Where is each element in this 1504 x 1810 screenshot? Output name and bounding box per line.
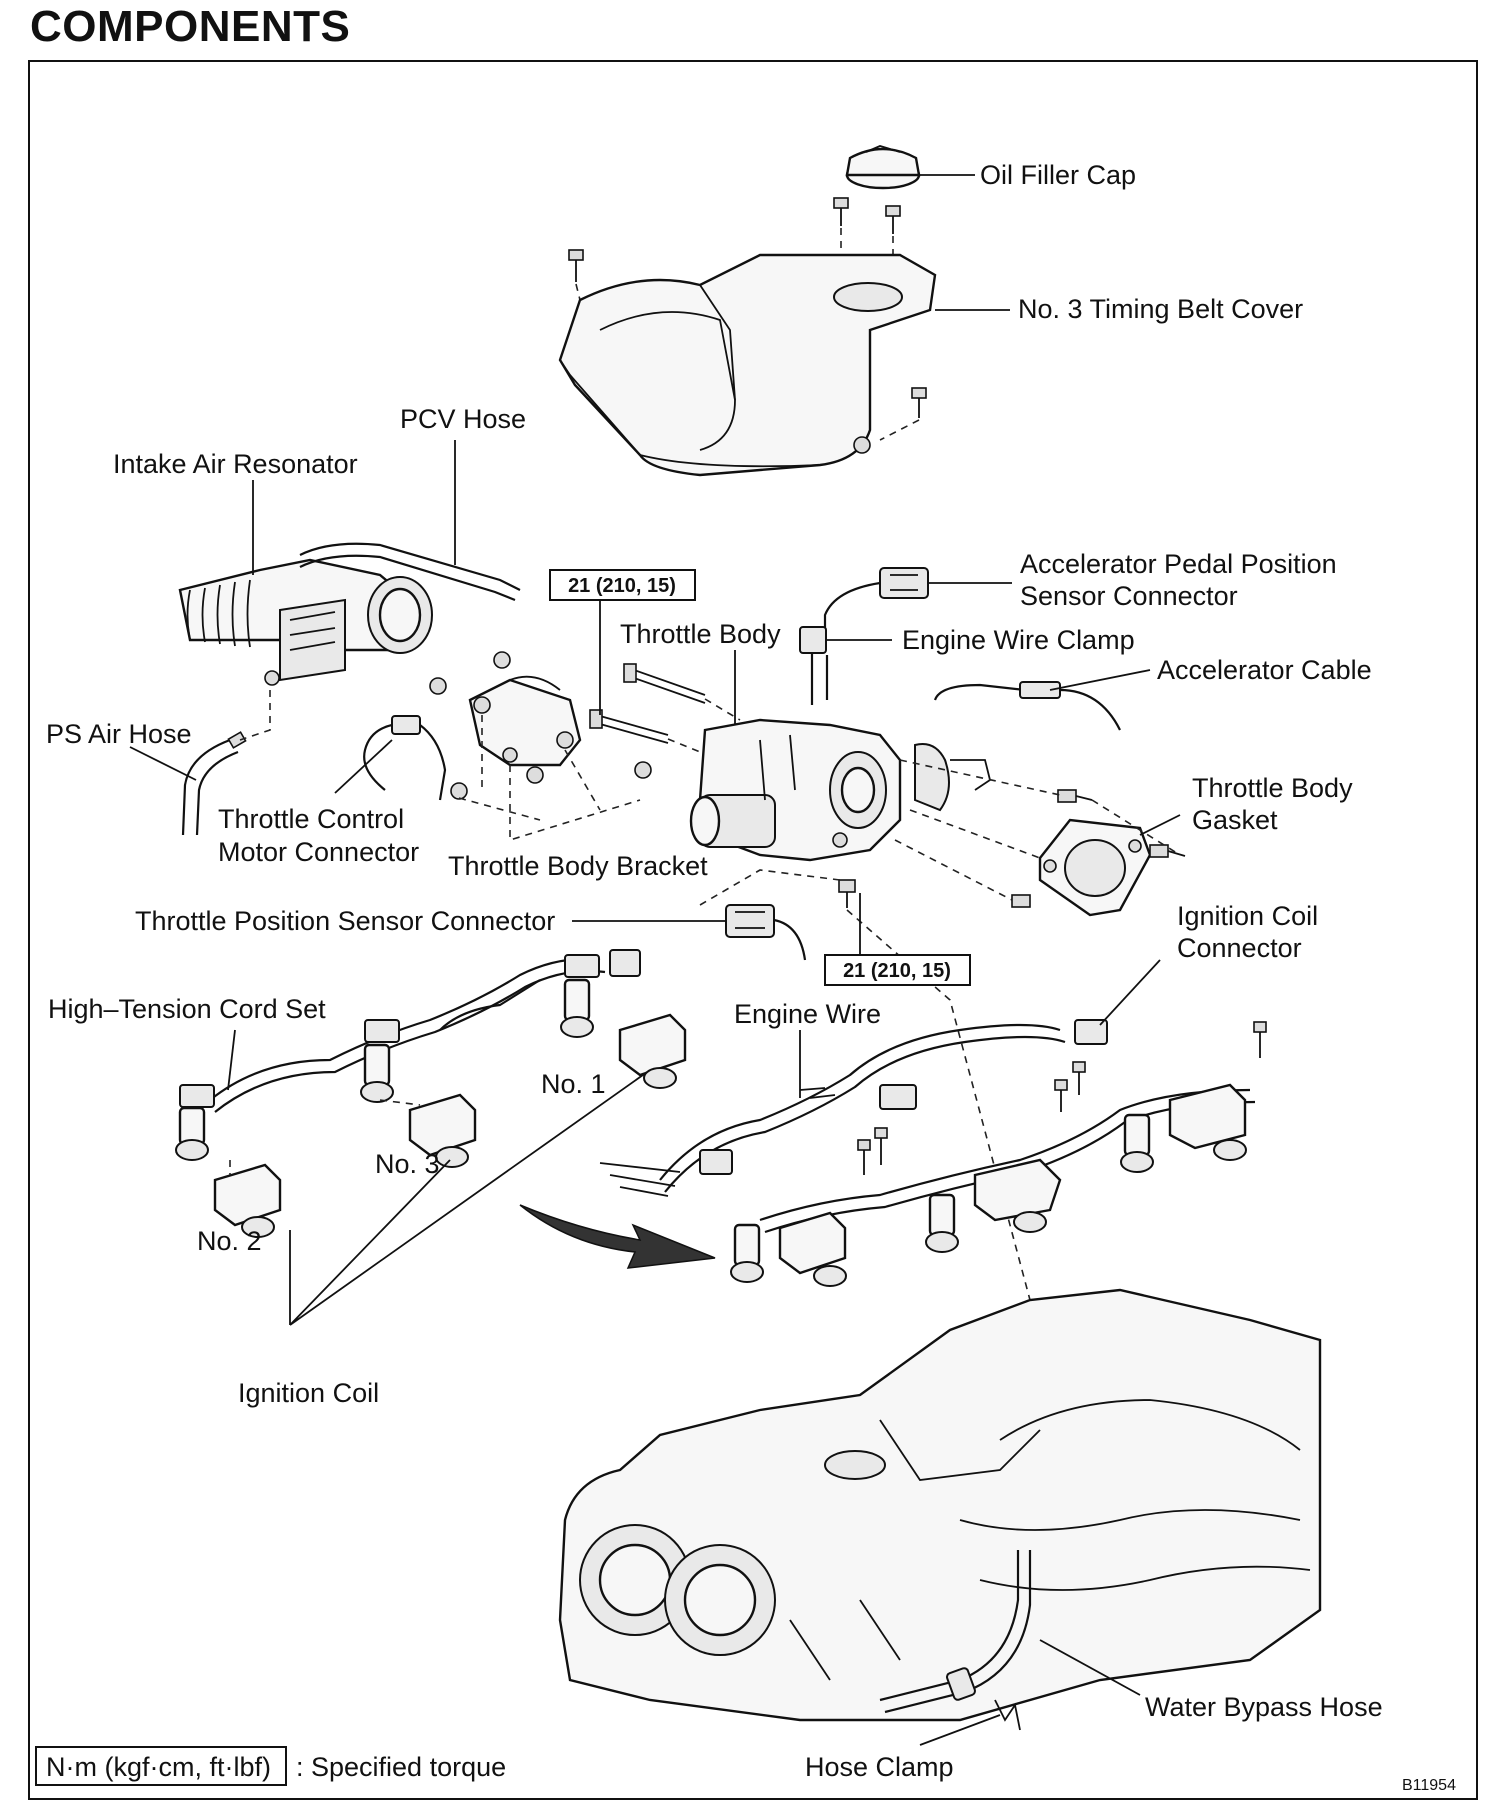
gasket-bolts [1011, 789, 1186, 908]
label-throttle-body: Throttle Body [620, 619, 781, 649]
no3-timing-belt-cover-part [558, 253, 937, 477]
throttle-position-sensor-connector-part [725, 904, 807, 961]
label-water-bypass-hose: Water Bypass Hose [1145, 1692, 1383, 1722]
label-high-tension-cord-set: High–Tension Cord Set [48, 994, 326, 1024]
label-ignition-coil-connector-1: Ignition Coil [1177, 901, 1318, 931]
spark-plug-caps-left [175, 978, 594, 1161]
engine-wire-part [659, 1019, 1108, 1193]
label-throttle-body-bracket: Throttle Body Bracket [448, 851, 708, 881]
right-coil-bolts [857, 1021, 1267, 1175]
throttle-control-motor-connector-part [363, 715, 447, 801]
accel-pedal-position-sensor-connector-part [823, 567, 929, 650]
diagram-frame [28, 60, 1478, 1800]
torque-spec-lower: 21 (210, 15) [824, 954, 971, 986]
ps-air-hose-part [181, 731, 247, 836]
label-throttle-body-gasket-1: Throttle Body [1192, 773, 1353, 803]
label-no3: No. 3 [375, 1149, 440, 1179]
throttle-body-bracket-part [468, 675, 582, 767]
water-bypass-hose-part [879, 1550, 1032, 1714]
legend-unit-box: N·m (kgf·cm, ft·lbf) [46, 1752, 271, 1782]
label-throttle-control-motor-1: Throttle Control [218, 804, 404, 834]
label-engine-wire: Engine Wire [734, 999, 881, 1029]
torque-legend: N·m (kgf·cm, ft·lbf) : Specified torque [35, 1746, 506, 1786]
torque-spec-upper: 21 (210, 15) [549, 569, 696, 601]
label-oil-filler-cap: Oil Filler Cap [980, 160, 1136, 190]
torque-spec-lower-text: 21 (210, 15) [843, 960, 951, 982]
engine-wire-clamp-part [799, 626, 829, 705]
label-throttle-position-sensor-connector: Throttle Position Sensor Connector [135, 906, 555, 936]
ignition-coil-no3-part [408, 1093, 477, 1168]
label-ignition-coil-connector-2: Connector [1177, 933, 1302, 963]
label-no3-timing-belt-cover: No. 3 Timing Belt Cover [1018, 294, 1303, 324]
intake-air-resonator-part [178, 558, 433, 686]
label-engine-wire-clamp: Engine Wire Clamp [902, 625, 1135, 655]
throttle-body-gasket-part [1038, 818, 1152, 917]
label-ignition-coil: Ignition Coil [238, 1378, 379, 1408]
hose-clamp-part [994, 1699, 1021, 1731]
label-intake-air-resonator: Intake Air Resonator [113, 449, 358, 479]
label-pcv-hose: PCV Hose [400, 404, 526, 434]
label-accel-pedal-position-2: Sensor Connector [1020, 581, 1238, 611]
ignition-coil-no1-part [618, 1013, 687, 1089]
right-cord-and-coils [730, 1083, 1256, 1287]
label-throttle-body-gasket-2: Gasket [1192, 805, 1278, 835]
installation-arrow [519, 1162, 716, 1269]
diagram-code: B11954 [1402, 1777, 1456, 1794]
label-ps-air-hose: PS Air Hose [46, 719, 192, 749]
label-hose-clamp: Hose Clamp [805, 1752, 954, 1782]
label-accel-pedal-position-1: Accelerator Pedal Position [1020, 549, 1337, 579]
oil-filler-cap-part [845, 145, 921, 190]
pcv-hose-part [299, 542, 521, 602]
bracket-nuts [429, 651, 652, 800]
label-throttle-control-motor-2: Motor Connector [218, 837, 419, 867]
accelerator-cable-part [933, 681, 1121, 731]
throttle-body-part [689, 718, 992, 862]
label-no1: No. 1 [541, 1069, 606, 1099]
high-tension-cord-set-part [179, 949, 641, 1113]
label-no2: No. 2 [197, 1226, 262, 1256]
throttle-body-bolts [589, 663, 706, 744]
legend-description: : Specified torque [296, 1752, 506, 1782]
engine-block-part [558, 1288, 1322, 1722]
cover-bolts [568, 197, 927, 418]
lower-torque-bolt [838, 879, 856, 908]
page-title: COMPONENTS [30, 2, 351, 51]
label-accelerator-cable: Accelerator Cable [1157, 655, 1372, 685]
ignition-coil-no2-part [213, 1163, 282, 1238]
torque-spec-upper-text: 21 (210, 15) [568, 575, 676, 597]
